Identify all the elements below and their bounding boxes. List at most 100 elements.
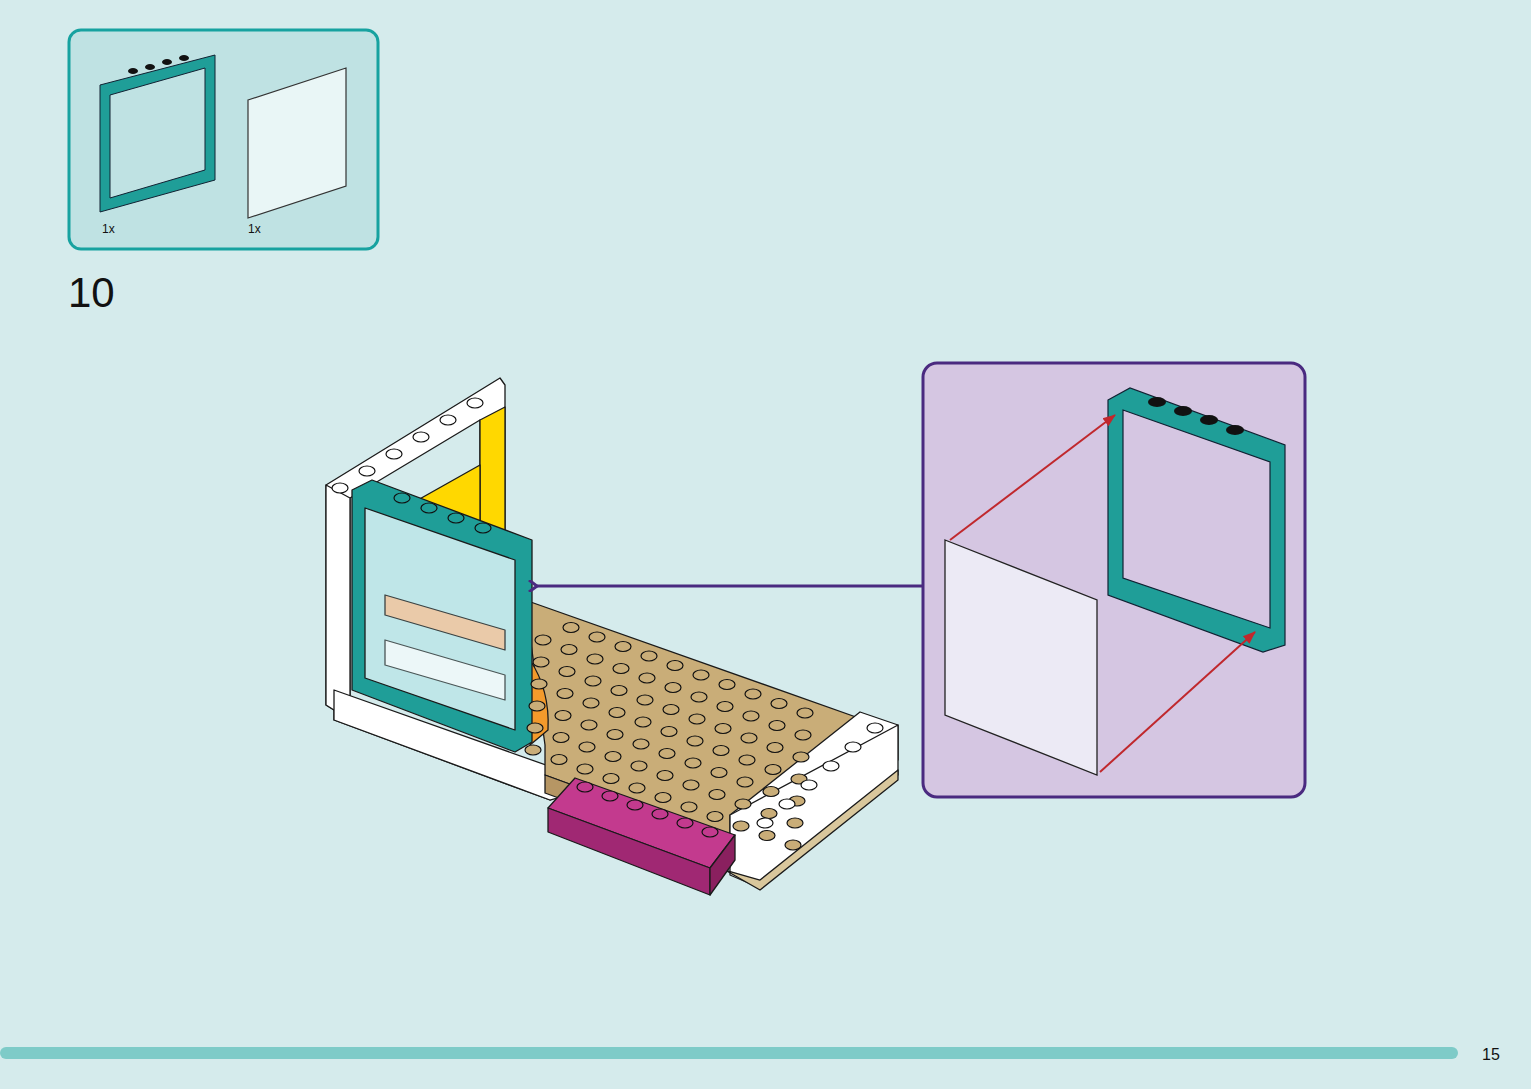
stud (467, 398, 483, 408)
stud (665, 683, 681, 693)
stud (685, 758, 701, 768)
stud (733, 821, 749, 831)
stud (563, 623, 579, 633)
part-count: 1x (102, 223, 115, 235)
inset-frame (1108, 388, 1285, 652)
stud (561, 645, 577, 655)
stud (394, 493, 410, 503)
stud (691, 692, 707, 702)
stud (602, 791, 618, 801)
stud (633, 739, 649, 749)
stud (795, 730, 811, 740)
stud (739, 755, 755, 765)
stud (475, 523, 491, 533)
stud (761, 809, 777, 819)
stud (779, 799, 795, 809)
callout-arrow (537, 585, 923, 588)
stud (743, 711, 759, 721)
stud (589, 632, 605, 642)
stud (655, 793, 671, 803)
inset-glass (945, 540, 1097, 775)
stud (763, 787, 779, 797)
stud (413, 432, 429, 442)
stud (867, 723, 883, 733)
stud (767, 743, 783, 753)
stud (583, 698, 599, 708)
stud (759, 831, 775, 841)
stud (535, 635, 551, 645)
stud (659, 749, 675, 759)
stud (635, 717, 651, 727)
stud (785, 840, 801, 850)
stud (529, 701, 545, 711)
studs (332, 398, 883, 850)
stud (553, 733, 569, 743)
stud (637, 695, 653, 705)
stud (386, 449, 402, 459)
stud (741, 733, 757, 743)
stud (663, 705, 679, 715)
stud (605, 752, 621, 762)
stud (421, 503, 437, 513)
stud (735, 799, 751, 809)
stud (797, 708, 813, 718)
stud (609, 708, 625, 718)
stud (579, 742, 595, 752)
stud (525, 745, 541, 755)
insert-arrow (950, 415, 1115, 540)
stud (603, 774, 619, 784)
stud (639, 673, 655, 683)
stud (709, 790, 725, 800)
stud (683, 780, 699, 790)
stud (551, 755, 567, 765)
stud (713, 746, 729, 756)
stud (559, 667, 575, 677)
insert-arrow (1100, 632, 1255, 772)
stud (737, 777, 753, 787)
stud (765, 765, 781, 775)
stud (661, 727, 677, 737)
part-count: 1x (248, 223, 261, 235)
stud (801, 780, 817, 790)
stud (440, 415, 456, 425)
stud (631, 761, 647, 771)
stud (667, 661, 683, 671)
stud (757, 818, 773, 828)
stud (641, 651, 657, 661)
stud (693, 670, 709, 680)
stud (585, 676, 601, 686)
stud (615, 642, 631, 652)
stud (652, 809, 668, 819)
stud (531, 679, 547, 689)
stud (629, 783, 645, 793)
stud (577, 782, 593, 792)
stud (533, 657, 549, 667)
stud (769, 721, 785, 731)
stud (677, 818, 693, 828)
stud (845, 742, 861, 752)
stud (689, 714, 705, 724)
stud (448, 513, 464, 523)
stud (719, 680, 735, 690)
stud (555, 711, 571, 721)
page-bar (0, 1047, 1458, 1059)
stud (657, 771, 673, 781)
stud (332, 483, 348, 493)
stud (681, 802, 697, 812)
stud (613, 664, 629, 674)
frame-part (100, 55, 215, 212)
stud (587, 654, 603, 664)
stud (702, 827, 718, 837)
step-number: 10 (68, 272, 115, 314)
stud (707, 812, 723, 822)
stud (581, 720, 597, 730)
stud (359, 466, 375, 476)
stud (717, 702, 733, 712)
stud (823, 761, 839, 771)
stud (607, 730, 623, 740)
stud (557, 689, 573, 699)
glass-part (248, 68, 346, 218)
stud (711, 768, 727, 778)
model (326, 378, 898, 895)
